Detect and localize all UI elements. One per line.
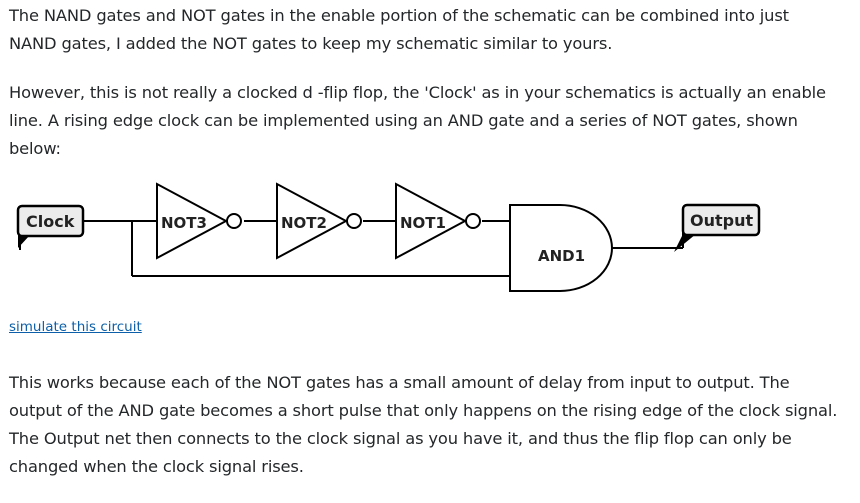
paragraph-1: The NAND gates and NOT gates in the enab… bbox=[9, 6, 789, 53]
clock-label: Clock bbox=[26, 212, 75, 231]
not2-label: NOT2 bbox=[281, 214, 327, 232]
and-gate: AND1 bbox=[509, 204, 613, 292]
paragraph-2: However, this is not really a clocked d … bbox=[9, 83, 826, 158]
not-gate-3: NOT3 bbox=[156, 182, 242, 260]
output-label: Output bbox=[690, 211, 753, 230]
not-gate-2: NOT2 bbox=[276, 182, 362, 260]
output-port bbox=[681, 203, 761, 237]
not3-label: NOT3 bbox=[161, 214, 207, 232]
output-port-tail bbox=[674, 234, 696, 252]
and-label: AND1 bbox=[538, 247, 585, 265]
not-gate-1: NOT1 bbox=[395, 182, 481, 260]
paragraph-3: This works because each of the NOT gates… bbox=[9, 373, 838, 476]
simulate-circuit-link[interactable]: simulate this circuit bbox=[9, 319, 142, 335]
schematic-diagram: Clock NOT3 NOT2 NOT1 AND1 Output bbox=[16, 182, 761, 292]
not1-label: NOT1 bbox=[400, 214, 446, 232]
clock-port bbox=[16, 204, 85, 238]
clock-port-tail bbox=[18, 235, 30, 248]
